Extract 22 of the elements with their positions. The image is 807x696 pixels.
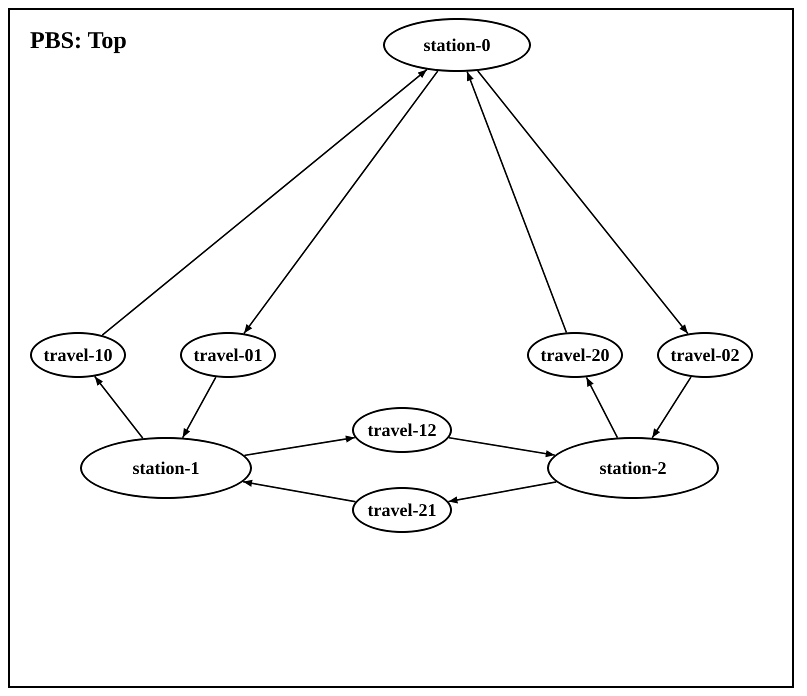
node-label: travel-01 (194, 344, 262, 366)
arrow (466, 71, 568, 333)
arrow (586, 376, 618, 438)
arrow (243, 70, 438, 334)
node-label: station-2 (600, 458, 666, 478)
arrow (448, 481, 556, 504)
node-label: station-0 (424, 34, 490, 56)
node-label: travel-10 (44, 344, 112, 366)
arrow (244, 435, 355, 456)
arrow (182, 376, 216, 438)
arrow (448, 436, 555, 458)
arrow (477, 70, 688, 334)
arrow (242, 480, 356, 502)
node-label: travel-21 (368, 500, 436, 520)
arrow (102, 69, 428, 336)
node-label: station-1 (132, 458, 200, 478)
arrow (94, 376, 144, 439)
node-label: travel-02 (670, 344, 740, 366)
node-label: travel-20 (540, 344, 610, 366)
node-label: travel-12 (368, 420, 436, 440)
diagram-title: PBS: Top (30, 28, 127, 55)
arrow (652, 376, 692, 438)
